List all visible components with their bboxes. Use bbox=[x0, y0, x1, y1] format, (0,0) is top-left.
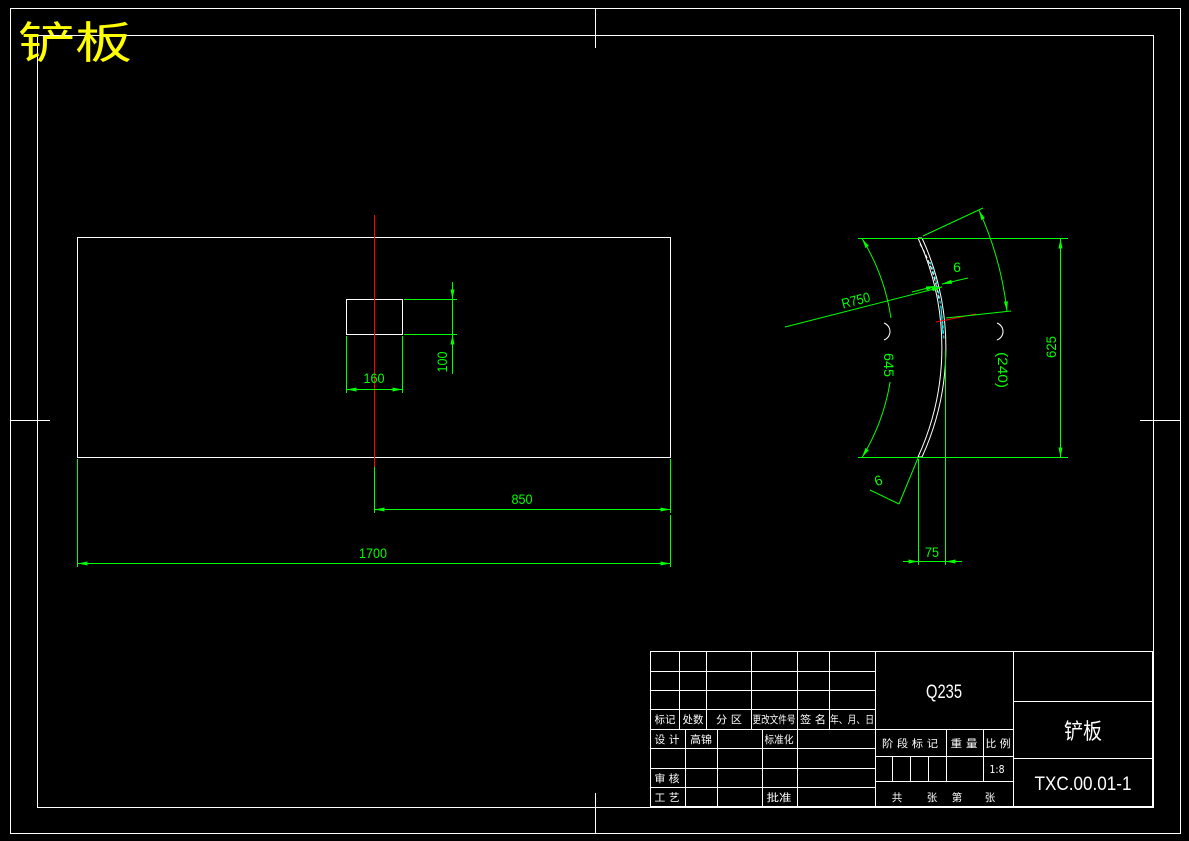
standardization-label: 标准化 bbox=[765, 733, 794, 746]
side-view: 625 645 (240) R750 6 bbox=[784, 207, 1068, 565]
dimension-hole-width: 160 bbox=[346, 336, 403, 393]
header-signature: 签 名 bbox=[800, 713, 826, 726]
dimension-text-arc-reference: (240) bbox=[995, 352, 1011, 388]
plate-arc-outer bbox=[921, 237, 947, 458]
dimension-text-hole-offset: 850 bbox=[512, 491, 533, 507]
dimension-arc-reference: (240) bbox=[922, 207, 1012, 388]
dimension-height: 625 bbox=[1043, 238, 1063, 458]
dimension-hole-height: 100 bbox=[404, 282, 457, 374]
arc-length-symbol bbox=[996, 322, 1004, 341]
designer-name: 高锦 bbox=[690, 733, 712, 746]
dimension-overall-length: 1700 bbox=[77, 459, 671, 567]
arc-dimension-line bbox=[861, 381, 891, 458]
leader-line bbox=[898, 457, 919, 505]
radius-leader bbox=[784, 286, 943, 328]
weight-label: 重 量 bbox=[951, 737, 979, 750]
dimension-text-thickness-bottom: 6 bbox=[872, 471, 885, 489]
header-mark: 标记 bbox=[655, 714, 676, 726]
arc-dimension-line bbox=[861, 238, 892, 319]
radial-extension-line bbox=[945, 310, 1012, 319]
plate-arc-inner bbox=[917, 237, 943, 458]
dimension-text-thickness-top: 6 bbox=[953, 259, 961, 275]
header-change-doc: 更改文件号 bbox=[753, 713, 796, 726]
sheet-number-label: 第 bbox=[952, 791, 963, 804]
sheet-number-unit: 张 bbox=[985, 792, 996, 804]
arc-dimension-line bbox=[978, 209, 1008, 312]
dimension-arc-length: 645 bbox=[861, 238, 897, 458]
sheet-total-label: 共 bbox=[892, 792, 903, 804]
scale-value: 1:8 bbox=[990, 764, 1005, 776]
sheet-total-unit: 张 bbox=[927, 792, 938, 804]
dimension-text-hole-width: 160 bbox=[364, 370, 385, 386]
drawing-title: 铲板 bbox=[18, 18, 132, 69]
design-label: 设 计 bbox=[655, 733, 681, 746]
dimension-thickness-top: 6 bbox=[911, 259, 969, 293]
dimension-radius: R750 bbox=[784, 286, 943, 328]
title-block-grid bbox=[650, 651, 1153, 807]
dimension-text-bulge: 75 bbox=[925, 544, 939, 560]
header-zone: 分 区 bbox=[716, 714, 742, 726]
review-label: 审 核 bbox=[655, 772, 681, 785]
inner-border bbox=[37, 35, 1154, 808]
leader-line bbox=[869, 489, 900, 505]
dimension-text-hole-height: 100 bbox=[434, 351, 450, 372]
dimension-text-height: 625 bbox=[1043, 336, 1059, 358]
dimension-hole-offset: 850 bbox=[374, 459, 671, 513]
title-block: 标记 处数 分 区 更改文件号 签 名 年、月、日 设 计 高锦 标准化 审 核… bbox=[650, 651, 1153, 807]
header-date: 年、月、日 bbox=[830, 713, 874, 726]
plate-section-line bbox=[919, 243, 940, 301]
dimension-thickness-bottom: 6 bbox=[869, 457, 919, 505]
drawing-number-text: TXC.00.01-1 bbox=[1035, 774, 1132, 795]
header-count: 处数 bbox=[683, 713, 704, 726]
material-text: Q235 bbox=[926, 682, 962, 703]
front-view: 160 100 850 1700 bbox=[77, 215, 671, 567]
dimension-line bbox=[911, 285, 937, 293]
dimension-text-radius: R750 bbox=[840, 289, 872, 312]
dimension-text-arc-length: 645 bbox=[881, 353, 897, 377]
hole-section-hatch bbox=[929, 261, 945, 341]
outer-border bbox=[10, 8, 1181, 834]
hole-edge bbox=[940, 305, 944, 335]
arc-length-symbol bbox=[883, 322, 891, 341]
dimension-line bbox=[941, 277, 969, 285]
part-name-text: 铲板 bbox=[1064, 720, 1102, 745]
radial-extension-line bbox=[922, 207, 984, 237]
scale-label: 比 例 bbox=[986, 737, 1011, 750]
sheet-frame bbox=[10, 8, 1181, 834]
approval-label: 批准 bbox=[767, 791, 792, 804]
dimension-text-overall-length: 1700 bbox=[359, 545, 387, 561]
dimension-bulge: 75 bbox=[903, 350, 962, 565]
stage-mark-label: 阶 段 标 记 bbox=[882, 737, 939, 750]
process-label: 工 艺 bbox=[655, 792, 680, 804]
